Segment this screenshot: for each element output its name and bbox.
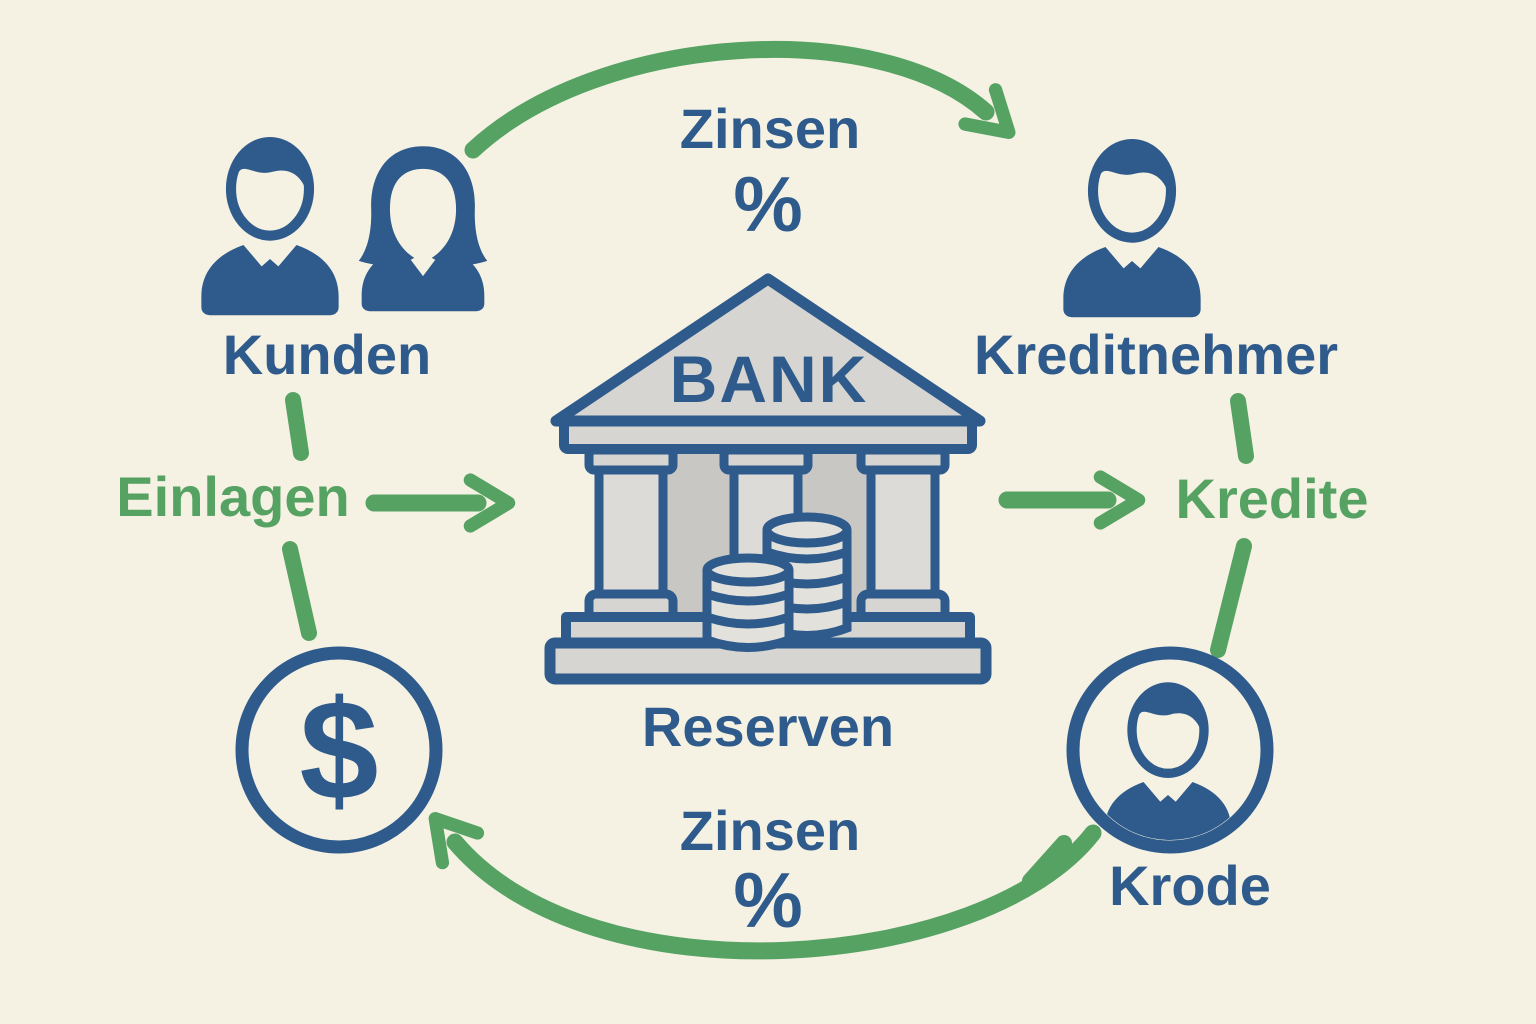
dash-loans-avatar [1210, 538, 1252, 658]
loans-flow: Kredite [998, 393, 1369, 658]
top-interest-flow: Zinsen % [464, 40, 1016, 248]
bottom-interest-percent: % [733, 856, 802, 944]
avatar-clip-group [1105, 686, 1232, 847]
deposits-flow: Einlagen [116, 392, 516, 641]
dollar-sign: $ [300, 671, 379, 830]
bank-sign: BANK [670, 342, 869, 416]
coin-stack-short [702, 553, 794, 652]
bank-column-left [594, 465, 668, 601]
avatar-person-icon [1105, 686, 1232, 847]
male-customer-icon [201, 140, 338, 315]
top-interest-percent: % [733, 160, 802, 248]
deposits-label: Einlagen [116, 465, 349, 528]
customers-label: Kunden [223, 323, 431, 386]
borrower-icon [1063, 142, 1200, 317]
money-node: $ [235, 646, 443, 854]
bank-pediment [550, 273, 986, 427]
arrow-avatar-to-money [428, 812, 1102, 960]
customers-node: Kunden [201, 140, 488, 386]
bottom-interest-label: Zinsen [680, 799, 860, 862]
top-interest-label: Zinsen [680, 97, 860, 160]
dash-customers-deposits [285, 392, 309, 461]
arrow-customers-to-borrowers [464, 40, 1016, 159]
dash-borrowers-loans [1230, 393, 1254, 464]
loans-label: Kredite [1176, 467, 1369, 530]
borrower-avatar-node: Krode [1066, 646, 1274, 917]
bottom-interest-flow: Zinsen % [428, 799, 1102, 960]
bank-column-right [866, 465, 940, 601]
female-customer-icon [358, 146, 488, 312]
reserves-label: Reserven [642, 695, 894, 758]
money-circle [235, 646, 443, 854]
borrower-avatar-label: Krode [1109, 854, 1271, 917]
bank-node: BANK Reserven [544, 273, 992, 758]
avatar-circle [1066, 646, 1274, 854]
dash-deposits-money [282, 541, 317, 641]
borrowers-label: Kreditnehmer [974, 323, 1338, 386]
borrowers-node: Kreditnehmer [974, 142, 1338, 386]
